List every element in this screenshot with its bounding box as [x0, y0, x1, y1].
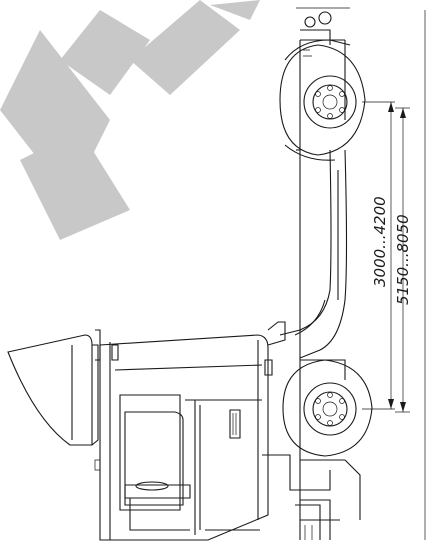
overall-length-label: 5150...8050 — [394, 214, 412, 305]
rear-wheel — [279, 39, 366, 161]
chassis-frame — [279, 40, 348, 540]
cab-body — [94, 321, 286, 541]
watermark — [0, 0, 260, 240]
overall-length-dimension — [395, 107, 410, 413]
rear-fittings — [300, 11, 345, 57]
front-bumper — [262, 454, 361, 540]
cab-visor — [7, 334, 99, 446]
front-wheel — [282, 359, 373, 457]
wheelbase-label: 3000...4200 — [371, 196, 389, 287]
wheelbase-dimension — [362, 101, 395, 410]
